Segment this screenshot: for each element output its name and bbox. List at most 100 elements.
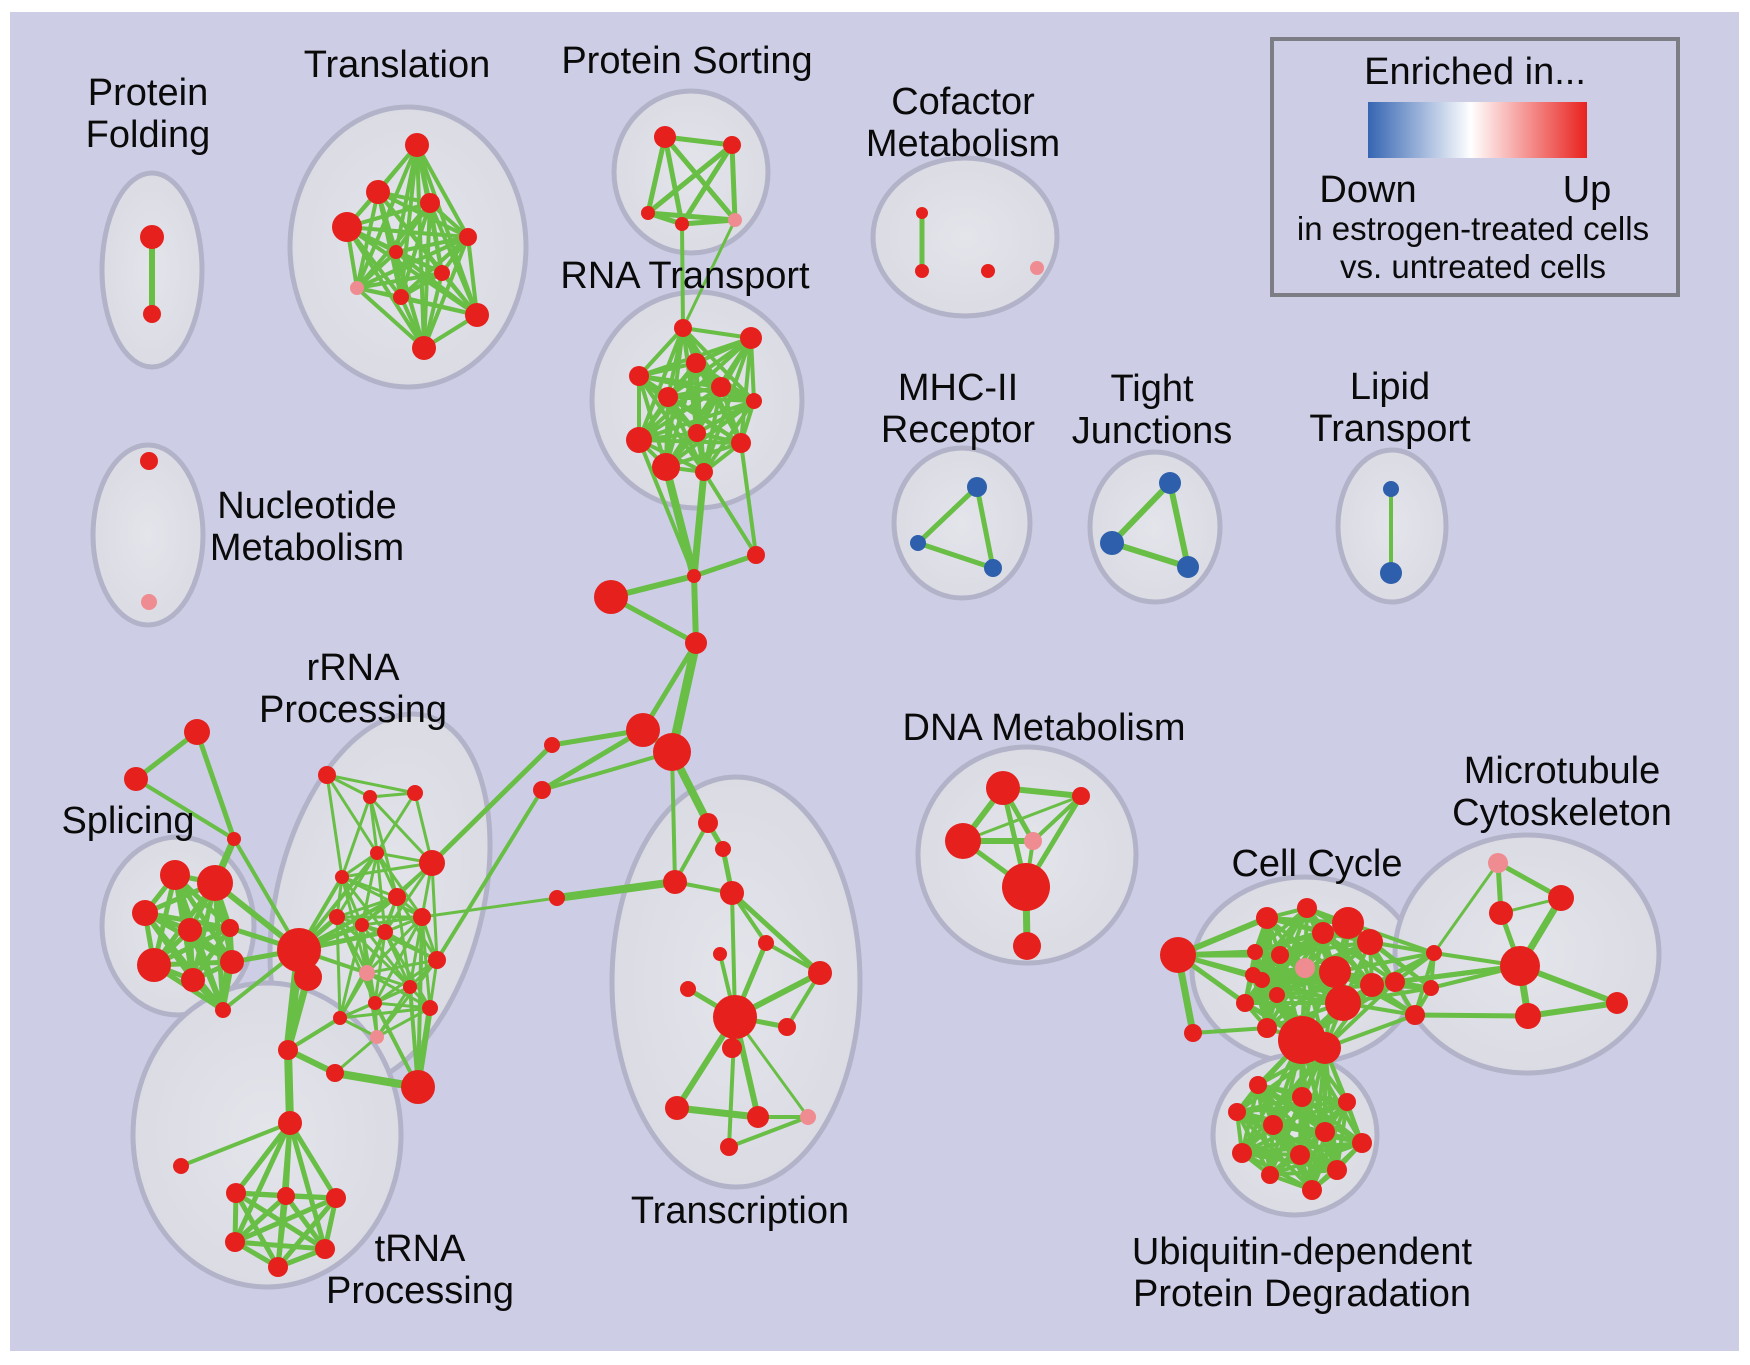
- node-s2-red: [197, 865, 233, 901]
- edge: [729, 890, 823, 976]
- edge: [325, 773, 344, 879]
- cluster-label-tight-junctions: Junctions: [1072, 410, 1233, 452]
- node-u8-red: [1232, 1143, 1252, 1163]
- node-cc12-red: [1269, 987, 1285, 1003]
- edge: [232, 1239, 328, 1252]
- cluster-label-mhc-ii-receptor: MHC-II: [898, 367, 1018, 409]
- node-r15-red: [368, 996, 382, 1010]
- node-cf1-red: [916, 207, 928, 219]
- node-tr12-red: [722, 1038, 742, 1058]
- node-t4-red: [332, 212, 362, 242]
- node-r3-red: [407, 785, 423, 801]
- edge: [408, 915, 424, 989]
- node-t9-red: [393, 289, 409, 305]
- node-tr7-red: [713, 947, 727, 961]
- node-u10-red: [1327, 1160, 1347, 1180]
- node-d2-red: [1072, 787, 1090, 805]
- edge: [1240, 1130, 1327, 1155]
- node-cc2-red: [1256, 907, 1278, 929]
- edge: [466, 235, 479, 317]
- node-tr15-pink: [800, 1109, 816, 1125]
- node-h2-red: [294, 963, 322, 991]
- node-rt12-red: [695, 463, 713, 481]
- node-m6-red: [1606, 992, 1628, 1014]
- node-lt2-blue: [1380, 562, 1402, 584]
- node-t10-red: [465, 303, 489, 327]
- node-r1-red: [318, 766, 336, 784]
- cluster-label-microtubule-cytoskeleton: Cytoskeleton: [1452, 792, 1672, 834]
- edge: [681, 326, 756, 403]
- edge: [338, 971, 369, 1020]
- node-rt4-red: [629, 366, 649, 386]
- node-f0-red: [278, 1111, 302, 1135]
- node-m7-red: [1360, 973, 1384, 997]
- node-mh1-blue: [967, 477, 987, 497]
- node-t7-red: [434, 265, 450, 281]
- edge: [375, 1006, 432, 1039]
- node-r4-red: [370, 846, 384, 860]
- node-tr1-red: [698, 813, 718, 833]
- cluster-ellipse-nucleotide-metabolism: [90, 442, 206, 628]
- edge: [233, 1120, 293, 1196]
- node-rt1-red: [674, 319, 692, 337]
- node-f3-red: [277, 1187, 295, 1205]
- node-x1-red: [184, 719, 210, 745]
- cluster-ellipse-cofactor-metabolism: [870, 155, 1060, 319]
- node-tr8-red: [808, 961, 832, 985]
- node-f2-red: [226, 1183, 246, 1203]
- node-s6-red: [137, 948, 171, 982]
- edge: [287, 1120, 328, 1252]
- edge: [373, 1001, 432, 1010]
- edge: [662, 134, 735, 148]
- node-cc6-red: [1357, 929, 1383, 955]
- cluster-label-cofactor-metabolism: Metabolism: [866, 123, 1060, 165]
- cluster-label-lipid-transport: Lipid: [1350, 366, 1430, 408]
- cluster-label-translation: Translation: [304, 44, 491, 86]
- node-d3-red: [945, 823, 981, 859]
- node-f4-red: [326, 1188, 346, 1208]
- node-s9-red: [215, 1002, 231, 1018]
- edge: [355, 286, 426, 350]
- cluster-label-nucleotide-metabolism: Nucleotide: [217, 485, 397, 527]
- edge: [338, 1006, 432, 1020]
- edge: [637, 374, 756, 403]
- edge: [1268, 1141, 1364, 1177]
- node-d4-pink: [1024, 832, 1042, 850]
- edge: [394, 250, 479, 317]
- node-rt9-red: [626, 427, 652, 453]
- edge: [673, 1104, 762, 1121]
- cluster-ellipse-protein-sorting: [611, 88, 771, 256]
- node-m4-red: [1500, 946, 1540, 986]
- node-tj2-blue: [1100, 531, 1124, 555]
- node-r18-pink: [370, 1030, 384, 1044]
- node-s3-red: [132, 900, 158, 926]
- node-tj3-blue: [1177, 556, 1199, 578]
- edge: [1268, 1168, 1339, 1177]
- edge: [637, 438, 743, 445]
- edge: [373, 930, 387, 1005]
- node-s7-red: [181, 968, 205, 992]
- cluster-label-transcription: Transcription: [631, 1190, 849, 1232]
- node-r11-red: [413, 908, 431, 926]
- edge: [1191, 1026, 1269, 1035]
- node-d6-red: [1013, 932, 1041, 960]
- node-nm2-pink: [141, 594, 157, 610]
- node-r9-red: [355, 918, 369, 932]
- node-u1-red: [1249, 1076, 1267, 1094]
- node-cc7-red: [1247, 944, 1263, 960]
- edge: [340, 861, 434, 879]
- edge: [739, 441, 758, 557]
- edge: [375, 791, 417, 855]
- edge: [345, 225, 470, 239]
- edge: [338, 923, 364, 1020]
- cluster-label-lipid-transport: Transport: [1309, 408, 1471, 450]
- node-f6-red: [315, 1239, 335, 1259]
- edge: [727, 1115, 810, 1149]
- node-rt6-red: [658, 387, 678, 407]
- edge: [915, 540, 996, 571]
- node-s5-red: [221, 919, 239, 937]
- node-rt2-red: [740, 327, 762, 349]
- edge: [345, 225, 426, 350]
- edge: [335, 895, 399, 919]
- cluster-label-splicing: Splicing: [61, 800, 194, 842]
